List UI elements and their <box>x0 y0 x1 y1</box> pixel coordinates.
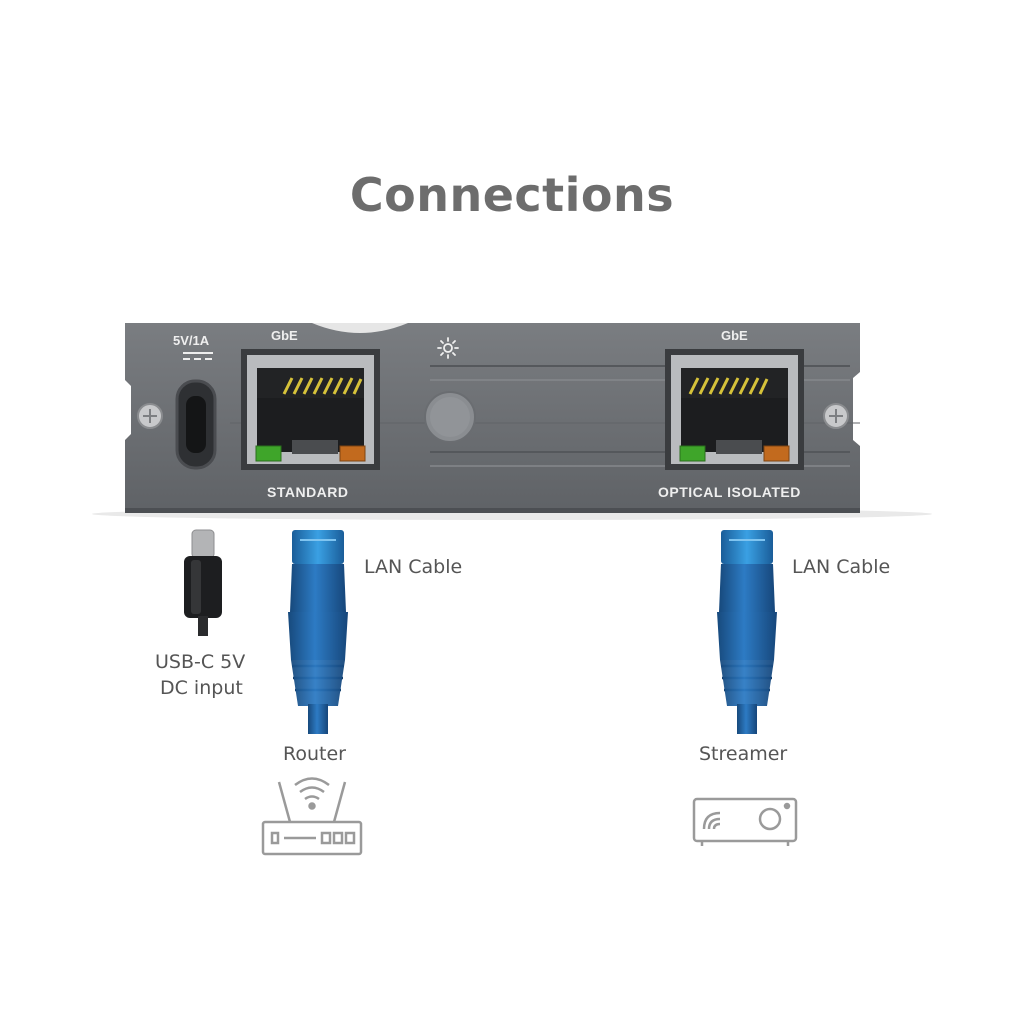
usb-c-port <box>175 379 217 470</box>
device-back-panel <box>92 323 932 520</box>
right-port-speed-label: GbE <box>721 328 748 343</box>
brightness-icon <box>437 337 459 359</box>
reset-button[interactable] <box>424 391 476 443</box>
usb-label-line2: DC input <box>160 677 243 699</box>
right-port-label: OPTICAL ISOLATED <box>658 484 801 500</box>
page-title: Connections <box>349 168 675 222</box>
lan-cable-right-label: LAN Cable <box>792 556 891 578</box>
right-screw <box>823 403 849 429</box>
router-label: Router <box>283 743 346 765</box>
usb-label-line1: USB-C 5V <box>155 651 246 673</box>
usb-c-cable <box>184 529 222 636</box>
rj45-port-optical-isolated <box>665 349 804 470</box>
left-port-label: STANDARD <box>267 484 349 500</box>
power-symbol-icon <box>183 352 213 360</box>
left-screw <box>137 403 163 429</box>
left-port-speed-label: GbE <box>271 328 298 343</box>
lan-cable-left <box>288 530 348 734</box>
rj45-port-standard <box>241 349 380 470</box>
streamer-label: Streamer <box>699 743 788 765</box>
power-rating-label: 5V/1A <box>173 333 210 348</box>
router-icon <box>261 777 363 856</box>
streamer-icon <box>692 797 798 846</box>
lan-cable-left-label: LAN Cable <box>364 556 463 578</box>
lan-cable-right <box>717 530 777 734</box>
